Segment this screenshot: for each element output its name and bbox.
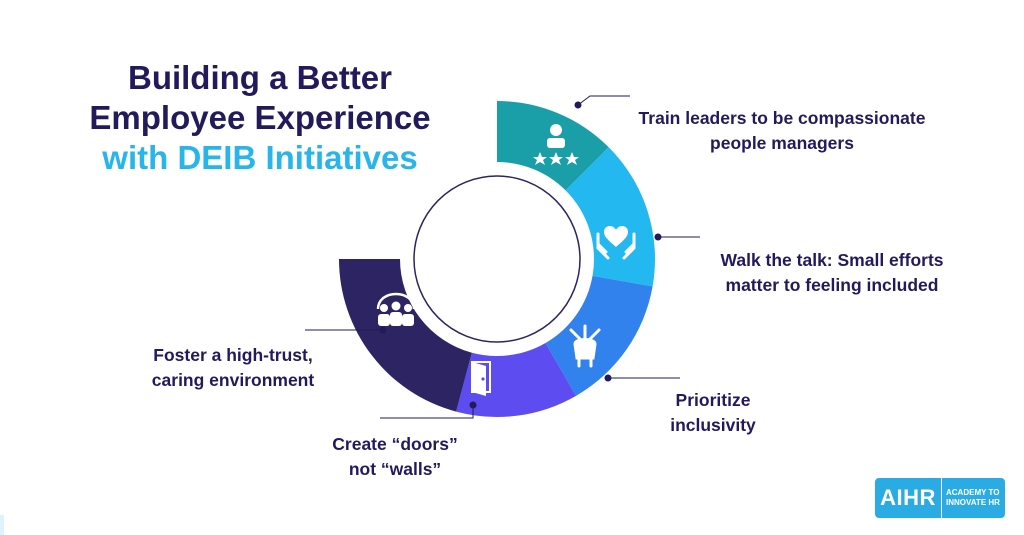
ring-segment-foster-trust: [339, 259, 472, 412]
leader-line-doors: [380, 405, 474, 419]
title-line-2: Employee Experience: [89, 99, 431, 136]
label-doors: Create “doors” not “walls”: [332, 434, 458, 479]
corner-accent: [0, 515, 4, 535]
label-prioritize: Prioritize inclusivity: [670, 390, 756, 435]
leader-line-train-leaders: [577, 95, 630, 106]
label-train-leaders: Train leaders to be compassionate people…: [638, 108, 926, 153]
stacked-hands-icon: [569, 324, 601, 368]
ring-segment-walk-the-talk: [565, 147, 655, 287]
leader-stars-icon: [533, 124, 579, 165]
segments-layer: [339, 101, 655, 417]
page-title: Building a Better Employee Experience wi…: [60, 58, 460, 178]
leader-dot-trust: [379, 326, 387, 334]
logo-tagline: ACADEMY TO INNOVATE HR: [941, 478, 1005, 518]
leader-dot-train-leaders: [574, 101, 582, 109]
title-line-3: with DEIB Initiatives: [102, 139, 418, 176]
leader-dot-doors: [469, 401, 477, 409]
label-trust: Foster a high-trust, caring environment: [151, 345, 315, 390]
team-icon: [376, 292, 416, 326]
logo-mark: AIHR: [875, 478, 941, 518]
leader-lines: [305, 95, 700, 419]
aihr-logo: AIHR ACADEMY TO INNOVATE HR: [875, 478, 1005, 518]
label-walk-the-talk: Walk the talk: Small efforts matter to f…: [720, 250, 944, 295]
title-line-1: Building a Better: [127, 59, 393, 96]
door-icon: [471, 361, 491, 396]
leader-dot-prioritize: [604, 374, 612, 382]
heart-hands-icon: [596, 226, 636, 260]
leader-dot-walk-the-talk: [654, 233, 662, 241]
inner-ring: [413, 175, 581, 343]
leader-dots: [379, 101, 662, 409]
ring-segment-prioritize-inclusivity: [545, 275, 653, 396]
